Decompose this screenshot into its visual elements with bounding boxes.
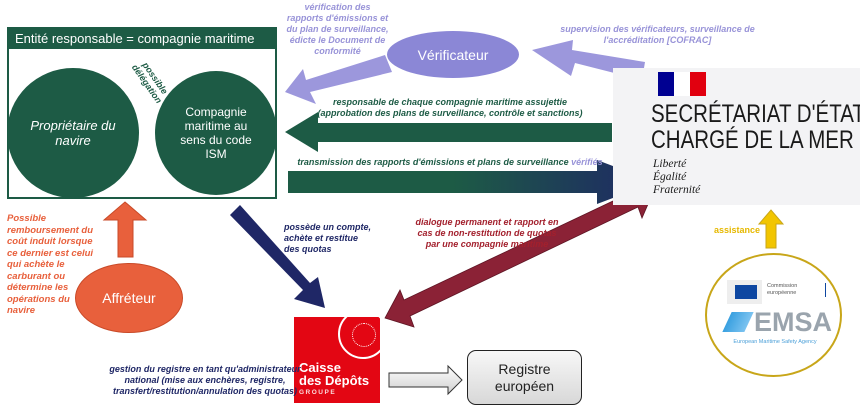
cdc-line1: Caisse	[299, 360, 341, 375]
account-label: possède un compte, achète et restitue de…	[284, 222, 372, 254]
responsibility-label-line1: responsable de chaque compagnie maritime…	[332, 97, 568, 107]
dialogue-label: dialogue permanent et rapport en cas de …	[415, 217, 559, 249]
commission-label: Commission européenne	[767, 283, 826, 297]
arrow-entity-to-cdc	[230, 205, 325, 308]
assistance-label: assistance	[714, 225, 761, 235]
transmission-label: transmission des rapports d'émissions et…	[290, 157, 610, 168]
arrow-charterer-to-entity	[102, 201, 148, 258]
state-secretariat-logo: SECRÉTARIAT D'ÉTAT CHARGÉ DE LA MER Libe…	[613, 68, 860, 205]
transmission-highlight: vérifiés	[571, 157, 603, 167]
emsa-circle: Commission européenne EMSA European Mari…	[705, 253, 842, 377]
cdc-line2: des Dépôts	[299, 373, 370, 388]
motto: Liberté Égalité Fraternité	[653, 158, 700, 197]
state-name-line1: SECRÉTARIAT D'ÉTAT	[651, 100, 860, 128]
charterer-ellipse: Affréteur	[75, 263, 183, 333]
emsa-logo: EMSA	[754, 307, 833, 337]
entity-title: Entité responsable = compagnie maritime	[9, 29, 275, 49]
emsa-agency-label: European Maritime Safety Agency	[733, 339, 817, 345]
motto-liberte: Liberté	[653, 158, 687, 170]
seal-icon	[338, 317, 380, 359]
ism-company-circle: Compagnie maritime au sens du code ISM	[155, 71, 277, 195]
european-registry-box: Registre européen	[467, 350, 582, 405]
responsibility-label: responsable de chaque compagnie maritime…	[290, 97, 610, 119]
state-name-line2: CHARGÉ DE LA MER	[651, 126, 854, 154]
responsibility-label-line2: (approbation des plans de surveillance, …	[317, 108, 583, 118]
arrow-state-to-entity	[285, 112, 612, 152]
motto-fraternite: Fraternité	[653, 184, 701, 196]
cdc-line3: GROUPE	[299, 389, 337, 396]
marianne-flag-icon	[658, 72, 706, 96]
arrow-entity-to-state	[288, 160, 655, 204]
verification-label: vérification des rapports d'émissions et…	[286, 2, 389, 56]
supervision-label: supervision des vérificateurs, surveilla…	[560, 24, 755, 45]
shipowner-circle: Propriétaire du navire	[7, 68, 139, 198]
arrow-verifier-to-entity	[285, 55, 392, 104]
commission-building-icon	[727, 280, 762, 304]
reimbursement-label: Possible remboursement du coût induit lo…	[7, 213, 94, 316]
verifier-ellipse: Vérificateur	[387, 31, 519, 78]
caisse-des-depots-logo: Caisse des Dépôts GROUPE	[294, 317, 380, 403]
motto-egalite: Égalité	[653, 171, 687, 183]
responsible-entity-box: Entité responsable = compagnie maritime …	[7, 27, 277, 199]
emsa-flag-icon	[722, 312, 754, 332]
transmission-text: transmission des rapports d'émissions et…	[297, 157, 569, 167]
registry-management-label: gestion du registre en tant qu'administr…	[109, 364, 301, 396]
arrow-cdc-to-registry	[388, 364, 463, 396]
delegation-label: possible délégation	[129, 60, 170, 106]
arrow-emsa-assistance	[757, 209, 785, 249]
